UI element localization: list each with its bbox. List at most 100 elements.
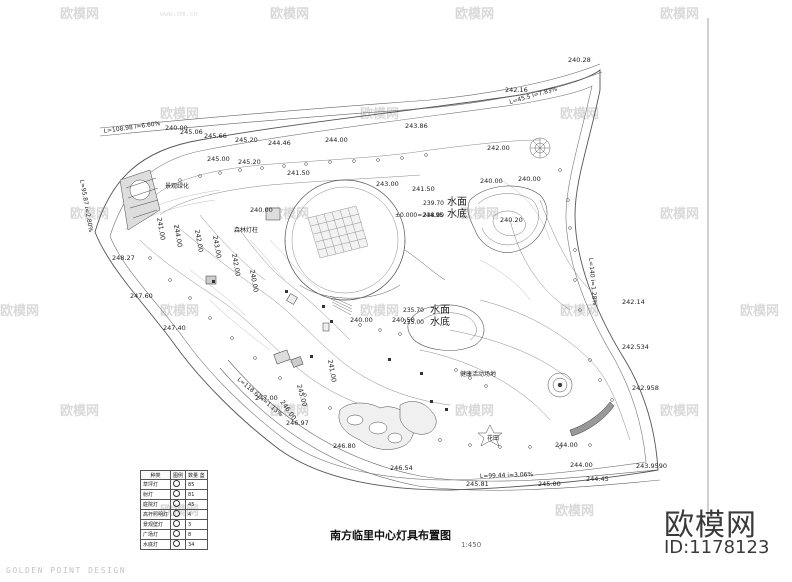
- legend-count: 4: [185, 509, 208, 520]
- legend-row: 水底灯 34: [139, 539, 208, 550]
- elev-label: 245.06: [180, 128, 203, 136]
- elevation-labels: 240.28 242.16 243.86 244.00 244.46 245.2…: [112, 56, 667, 488]
- spotlight-icon: [173, 490, 181, 497]
- elev-label: 246.54: [390, 464, 413, 472]
- rock-stream: [338, 401, 437, 450]
- svg-text:欧模网: 欧模网: [270, 6, 309, 22]
- elev-label: 240.20: [500, 216, 523, 224]
- lawn-label: 景观绿化: [165, 182, 189, 190]
- svg-text:欧模网: 欧模网: [660, 206, 699, 222]
- legend-count: 3: [185, 519, 208, 530]
- elev-label: 245.00: [538, 480, 561, 488]
- studio-name: GOLDEN POINT DESIGN: [6, 566, 127, 575]
- legend-type: 草坪灯: [139, 479, 172, 490]
- elev-label: 245.20: [235, 136, 258, 144]
- elev-label: 242.14: [622, 298, 645, 306]
- fan-plaza-left: [119, 169, 161, 231]
- svg-text:欧模网: 欧模网: [560, 106, 599, 122]
- water2-bottom-value: 235.00: [403, 319, 424, 326]
- elev-label: 240.00: [350, 316, 373, 324]
- svg-text:欧模网: 欧模网: [740, 303, 779, 319]
- underwater-lamp-icon: [173, 540, 181, 547]
- water-surface-label: 水面: [447, 196, 467, 208]
- elev-label: 240.00: [480, 177, 503, 185]
- elev-label: 241.50: [287, 169, 310, 177]
- svg-text:欧模网: 欧模网: [660, 403, 699, 419]
- elev-label: 244.00: [555, 441, 578, 449]
- legend-symbol: [170, 529, 187, 540]
- elev-label: 242.00: [193, 229, 205, 253]
- elev-label: 243.00: [211, 235, 223, 259]
- plaza-lamp-icon: [173, 530, 181, 537]
- drawing-title: 南方临里中心灯具布置图: [330, 529, 451, 542]
- legend-type: 广场灯: [139, 529, 172, 540]
- contour-lines: [124, 179, 551, 351]
- plaza-grid: [307, 205, 369, 259]
- elev-label: 244.00: [172, 224, 184, 248]
- svg-text:欧模网: 欧模网: [455, 6, 494, 22]
- garden-label: 花田: [487, 434, 499, 442]
- elev-label: 242.00: [487, 144, 510, 152]
- forest-lamp-label: 森林灯柱: [234, 226, 258, 234]
- elev-label: 244.00: [325, 136, 348, 144]
- legend-header-row: 种类 图例 数量 盏: [139, 470, 208, 480]
- svg-text:欧模网: 欧模网: [555, 503, 594, 519]
- legend-type: 庭院灯: [139, 499, 172, 510]
- svg-text:欧模网: 欧模网: [270, 403, 309, 419]
- road-lines: [99, 63, 661, 491]
- curved-bench: [569, 401, 615, 437]
- sunburst-feature: [529, 137, 551, 159]
- elev-label: 243.86: [405, 122, 428, 130]
- water-bottom-label-2: 水底: [430, 315, 450, 328]
- elev-label: 244.00: [570, 461, 593, 469]
- svg-text:欧模网: 欧模网: [60, 6, 99, 22]
- legend-row: 高杆照明灯 4: [139, 509, 208, 520]
- svg-text:欧模网: 欧模网: [560, 303, 599, 319]
- legend-symbol: [170, 479, 187, 490]
- site-boundary: [94, 69, 659, 491]
- svg-text:欧模网: 欧模网: [60, 403, 99, 419]
- lighting-legend-table: 种类 图例 数量 盏 草坪灯 85 射灯 81 庭院灯 45 高杆照明灯 4 景…: [139, 470, 208, 550]
- legend-count: 85: [185, 479, 208, 490]
- water-bottom-label: 水底: [447, 207, 467, 220]
- legend-row: 草坪灯 85: [139, 479, 208, 490]
- legend-type: 射灯: [139, 489, 172, 500]
- elev-label: 241.00: [155, 217, 167, 241]
- legend-header-count: 数量 盏: [185, 470, 208, 480]
- elev-label: 240.50: [392, 316, 415, 324]
- legend-symbol: [170, 499, 187, 510]
- water1-bottom-value: 238.00: [423, 212, 444, 219]
- plaza-stairs: [329, 295, 353, 316]
- ponds: [407, 185, 548, 351]
- elev-label: 241.00: [326, 359, 338, 383]
- elev-label: 248.27: [112, 254, 135, 262]
- svg-text:欧模网: 欧模网: [160, 303, 199, 319]
- elev-label: 245.81: [466, 480, 489, 488]
- model-id: ID:1178123: [664, 537, 770, 558]
- legend-symbol: [170, 539, 187, 550]
- elev-label: 240.00: [248, 269, 260, 293]
- brand-logo-text: 欧模网: [664, 508, 757, 543]
- garden-lamp-icon: [173, 500, 181, 507]
- elev-label: 247.40: [163, 324, 186, 332]
- water2-top-value: 235.70: [403, 307, 424, 314]
- legend-type: 高杆照明灯: [139, 509, 172, 520]
- legend-count: 34: [185, 539, 208, 550]
- high-pole-lamp-icon: [173, 510, 181, 517]
- plaza-elevation-label: ±0.000=244.95: [395, 212, 443, 219]
- slope-3: L=140 i=1.28%: [587, 258, 598, 306]
- legend-symbol: [170, 509, 187, 520]
- legend-type: 水底灯: [139, 539, 172, 550]
- water-labels: 水面 水底 水面 水底: [430, 196, 467, 328]
- trail-label: 健康活动场地: [460, 370, 496, 378]
- svg-text:欧模网: 欧模网: [360, 303, 399, 319]
- elev-label: 244.46: [268, 139, 291, 147]
- svg-text:www.om.cn: www.om.cn: [160, 10, 198, 18]
- elev-label: 242.534: [622, 343, 649, 351]
- legend-row: 射灯 81: [139, 489, 208, 500]
- elev-label: 247.00: [255, 394, 278, 402]
- elev-label: 240.28: [568, 56, 591, 64]
- svg-text:欧模网: 欧模网: [660, 6, 699, 22]
- elev-label: 240.00: [250, 206, 273, 214]
